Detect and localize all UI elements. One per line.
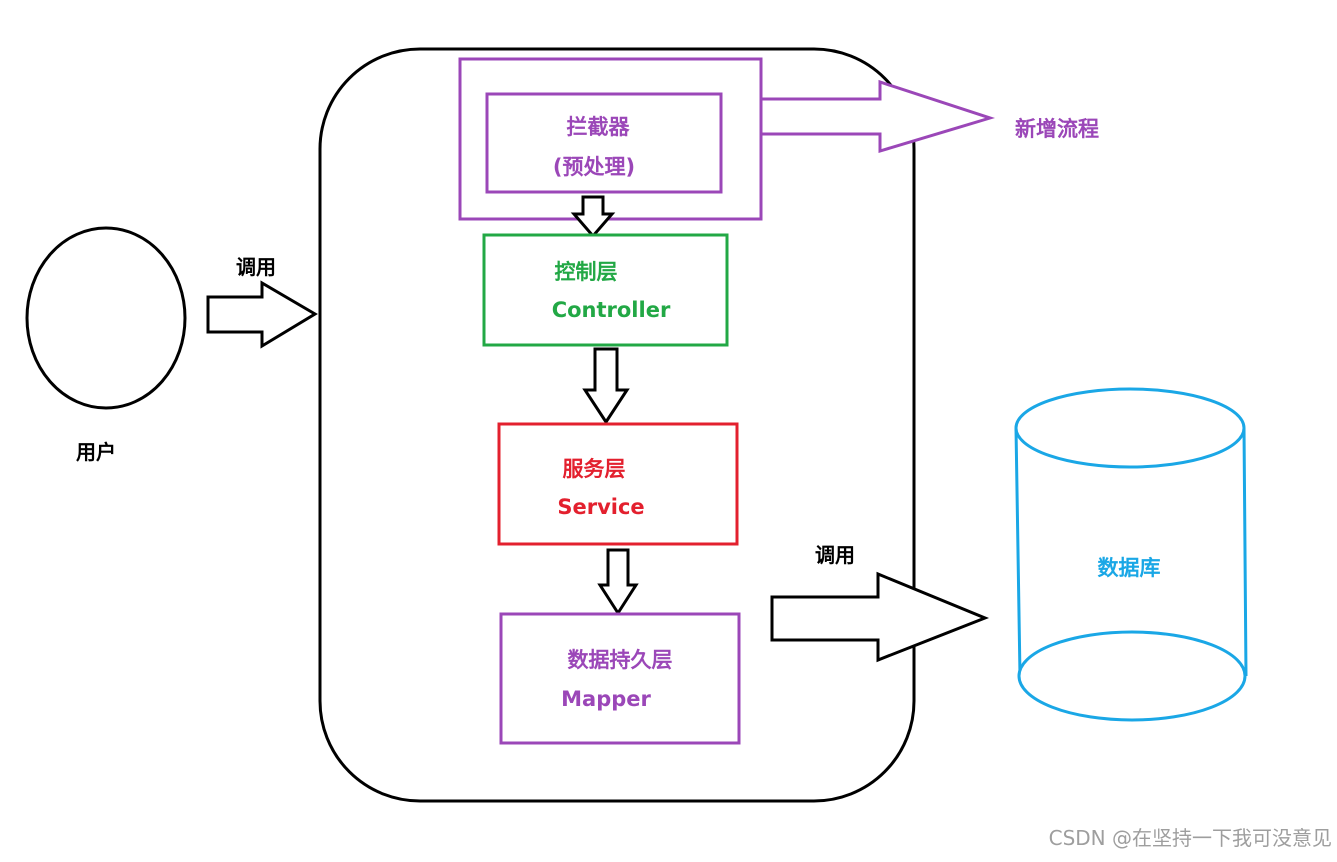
- user-node: [25, 226, 187, 410]
- call-arrow-user: [206, 280, 318, 349]
- controller-subtitle: Controller: [552, 298, 671, 322]
- database-node: [1014, 387, 1248, 722]
- service-box: [497, 422, 739, 546]
- interceptor-title: 拦截器: [567, 115, 631, 139]
- new-flow-label: 新增流程: [1015, 117, 1099, 141]
- controller-title: 控制层: [555, 260, 618, 284]
- user-label: 用户: [76, 440, 116, 464]
- flow-arrow-controller-service: [582, 347, 630, 425]
- mapper-subtitle: Mapper: [561, 687, 651, 711]
- controller-box: [482, 233, 729, 347]
- service-title: 服务层: [563, 457, 626, 481]
- database-label: 数据库: [1098, 556, 1161, 580]
- interceptor-inner-box: [485, 92, 723, 194]
- service-subtitle: Service: [557, 495, 644, 519]
- flow-arrow-service-mapper: [597, 548, 639, 616]
- mapper-box: [499, 612, 741, 745]
- call-label-db: 调用: [815, 543, 855, 567]
- new-flow-arrow: [759, 79, 996, 154]
- app-container: [318, 47, 916, 803]
- interceptor-subtitle: (预处理): [553, 155, 635, 179]
- call-label-user: 调用: [236, 255, 276, 279]
- watermark-text: CSDN @在坚持一下我可没意见: [1049, 826, 1332, 850]
- call-arrow-db: [770, 571, 990, 663]
- mapper-title: 数据持久层: [568, 648, 673, 672]
- flow-arrow-interceptor-controller: [570, 195, 616, 239]
